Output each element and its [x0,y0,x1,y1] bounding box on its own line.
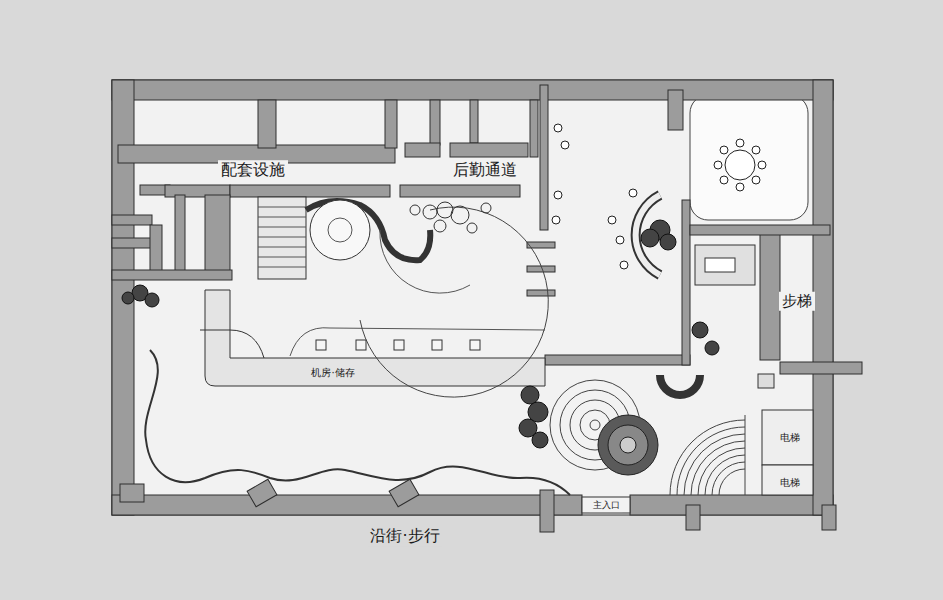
room-label: 电梯 [777,431,803,444]
room-label: 配套设施 [218,160,288,180]
room-label: 主入口 [590,500,623,512]
room-label: 后勤通道 [450,160,520,180]
room-label: 机房·储存 [308,366,357,379]
room-label: 步梯 [779,292,815,311]
room-label: 电梯 [777,476,803,489]
room-label: 沿街·步行 [367,526,442,546]
